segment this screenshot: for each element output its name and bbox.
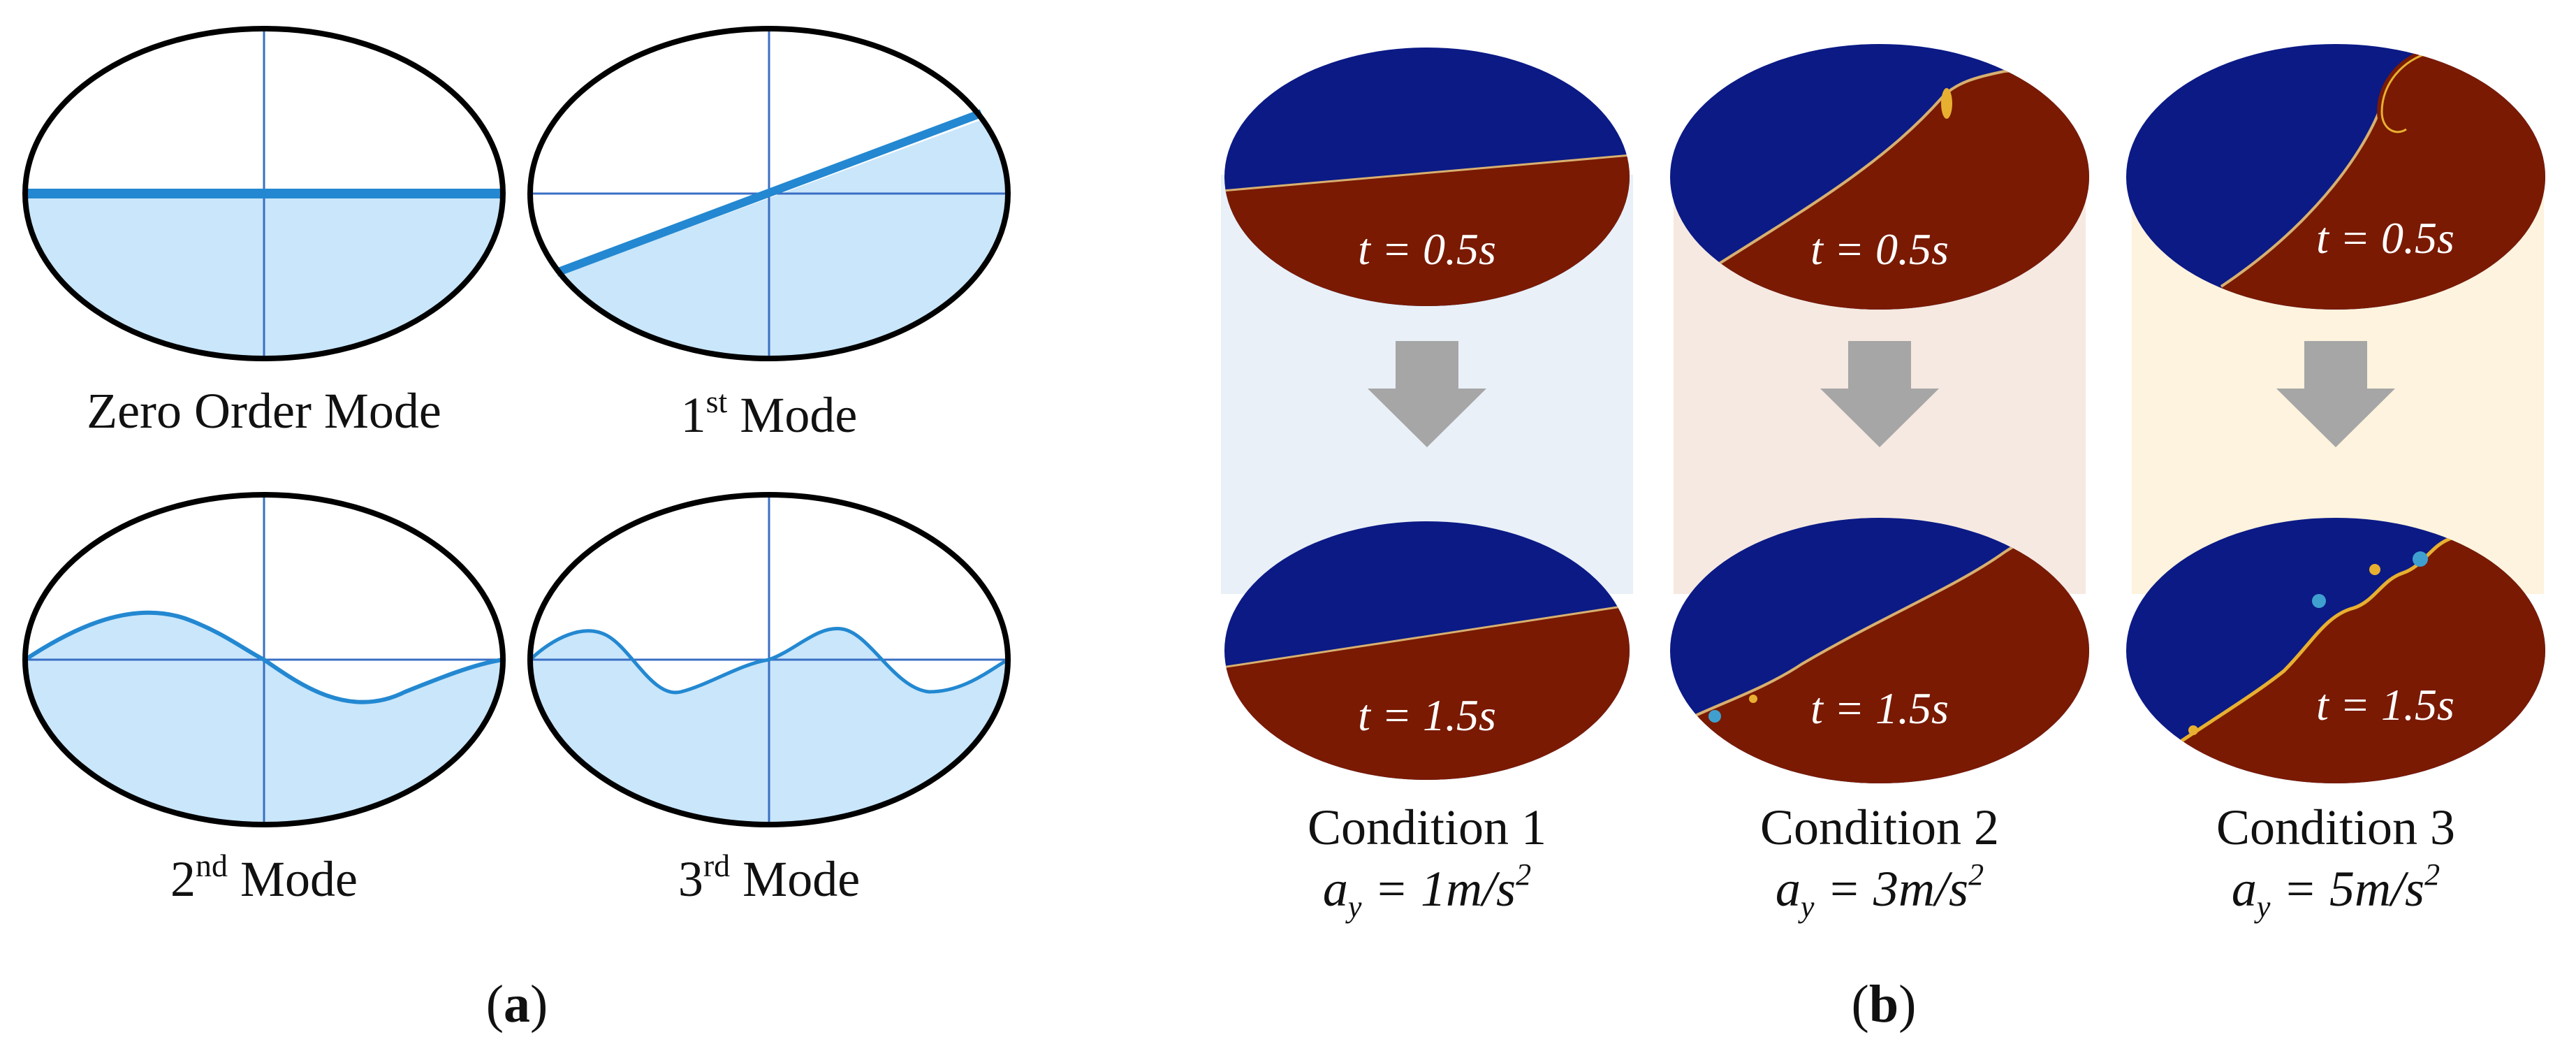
mode-caption: 3rd Mode <box>678 848 860 907</box>
tank-outline <box>527 492 1011 827</box>
free-surface-wave <box>24 610 504 704</box>
time-label-bottom: t = 1.5s <box>1810 683 1949 733</box>
droplet <box>1708 710 1721 723</box>
time-label-bottom: t = 1.5s <box>2316 680 2454 730</box>
time-label-bottom: t = 1.5s <box>1358 690 1496 740</box>
liquid-phase <box>1673 524 2089 783</box>
interface-line <box>1224 154 1630 192</box>
acceleration-label: ay = 1m/s2 <box>1323 857 1531 924</box>
acceleration-label: ay = 3m/s2 <box>1776 857 1984 924</box>
condition-title: Condition 2 <box>1760 799 1999 855</box>
condition-1: t = 0.5s t = 1.5s Condition 1 ay = 1m/s2 <box>1224 48 1630 924</box>
droplet <box>2369 564 2380 575</box>
free-surface-wave <box>529 627 1009 695</box>
tank-outline <box>22 26 506 361</box>
down-arrow <box>1368 341 1486 447</box>
panel-b: t = 0.5s t = 1.5s Condition 1 ay = 1m/s2… <box>1221 44 2545 1034</box>
liquid-phase <box>2221 44 2545 310</box>
droplet <box>1749 695 1757 703</box>
liquid-phase <box>1224 155 1630 306</box>
liquid-phase <box>2130 521 2545 783</box>
interface-line <box>1717 67 2058 266</box>
mode-3rd: 3rd Mode <box>527 492 1011 907</box>
condition-title: Condition 3 <box>2216 799 2455 855</box>
down-arrow <box>1820 341 1939 447</box>
panel-label-a: (a) <box>486 975 548 1034</box>
droplet <box>2156 745 2168 758</box>
mode-1st: 1st Mode <box>527 26 1011 443</box>
snapshot-top <box>1224 48 1630 306</box>
mode-caption: 2nd Mode <box>170 848 358 907</box>
snapshot-bottom <box>1224 521 1630 780</box>
free-surface-line <box>555 109 983 277</box>
condition-title: Condition 1 <box>1308 799 1546 855</box>
mode-zero-order: Zero Order Mode <box>22 26 506 439</box>
liquid-phase <box>1718 68 2089 310</box>
condition-2: t = 0.5s t = 1.5s Condition 2 ay = 3m/s2 <box>1670 44 2089 924</box>
mode-2nd: 2nd Mode <box>22 492 506 907</box>
time-label-top: t = 0.5s <box>1810 224 1949 274</box>
mode-caption: 1st Mode <box>681 384 858 443</box>
snapshot-bottom <box>1670 518 2089 783</box>
droplet <box>2188 725 2198 735</box>
interface-line <box>1224 604 1630 669</box>
tank-outline <box>22 492 506 827</box>
liquid-phase <box>1224 605 1630 780</box>
droplet <box>2413 551 2428 567</box>
splash-feature <box>1941 88 1952 119</box>
curling-wave-edge <box>2380 51 2431 133</box>
mode-caption: Zero Order Mode <box>87 383 441 439</box>
liquid-region <box>25 194 503 358</box>
time-label-top: t = 0.5s <box>2316 213 2454 263</box>
tank-outline <box>527 26 1011 361</box>
panel-label-b: (b) <box>1852 975 1917 1034</box>
acceleration-label: ay = 5m/s2 <box>2232 857 2440 924</box>
droplet <box>2312 594 2326 608</box>
panel-a: Zero Order Mode 1st Mode 2nd Mode <box>22 26 1011 1034</box>
time-label-top: t = 0.5s <box>1358 224 1496 274</box>
snapshot-top <box>1670 44 2089 310</box>
snapshot-top <box>2126 44 2545 310</box>
down-arrow <box>2276 341 2395 447</box>
